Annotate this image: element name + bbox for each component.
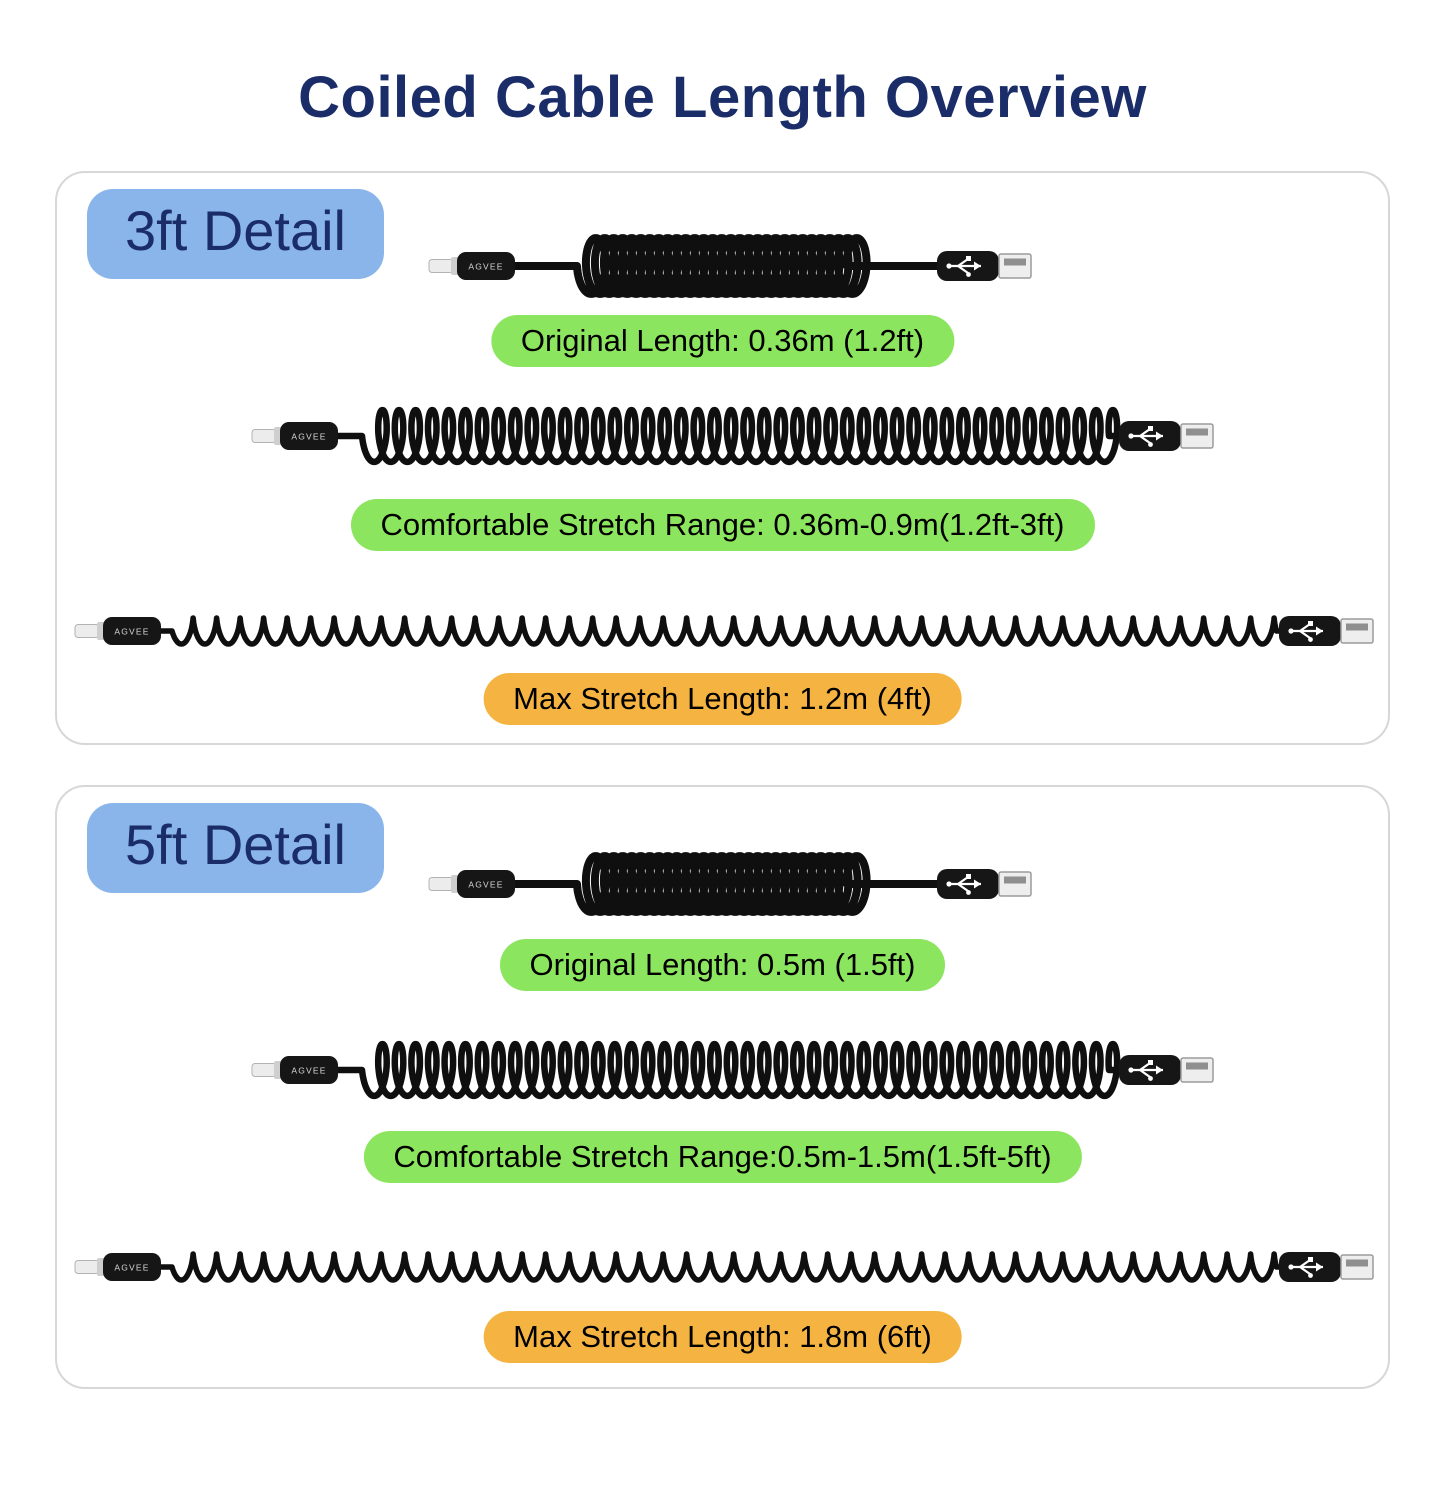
lightning-connector-icon: AGVEE [428,252,515,280]
comfortable-stretch-cable-graphic: AGVEE [251,406,1214,466]
comfortable-stretch-badge: Comfortable Stretch Range: 0.36m-0.9m(1.… [350,499,1095,551]
lightning-connector-icon: AGVEE [74,1253,161,1281]
usb-a-connector-icon [937,869,1032,899]
brand-text: AGVEE [114,627,149,637]
brand-text: AGVEE [291,432,326,442]
cable-cord [509,852,945,916]
brand-text: AGVEE [468,262,503,272]
brand-text: AGVEE [468,880,503,890]
cable-cord [156,615,1286,647]
max-stretch-badge: Max Stretch Length: 1.8m (6ft) [483,1311,962,1363]
comfortable-stretch-cable-graphic: AGVEE [251,1040,1214,1100]
original-length-badge: Original Length: 0.36m (1.2ft) [490,315,955,367]
cable-cord [332,1040,1127,1100]
original-length-badge: Original Length: 0.5m (1.5ft) [499,939,946,991]
max-stretch-badge: Max Stretch Length: 1.2m (4ft) [483,673,962,725]
usb-a-connector-icon [1119,421,1214,451]
lightning-connector-icon: AGVEE [251,422,338,450]
max-stretch-cable-graphic: AGVEE [74,1251,1374,1283]
cable-cord [332,406,1127,466]
brand-text: AGVEE [291,1066,326,1076]
page-title: Coiled Cable Length Overview [298,65,1147,130]
max-stretch-cable-graphic: AGVEE [74,615,1374,647]
panel-5ft: 5ft Detail AGVEE Original Length: 0.5m (… [55,785,1390,1389]
cable-cord [156,1251,1286,1283]
panel-label-5ft: 5ft Detail [87,803,384,893]
usb-a-connector-icon [1119,1055,1214,1085]
brand-text: AGVEE [114,1263,149,1273]
lightning-connector-icon: AGVEE [251,1056,338,1084]
usb-a-connector-icon [937,251,1032,281]
lightning-connector-icon: AGVEE [74,617,161,645]
usb-a-connector-icon [1279,1252,1374,1282]
panel-3ft: 3ft Detail AGVEE Original Length: 0.36m … [55,171,1390,745]
comfortable-stretch-badge: Comfortable Stretch Range:0.5m-1.5m(1.5f… [363,1131,1082,1183]
lightning-connector-icon: AGVEE [428,870,515,898]
cable-cord [509,234,945,298]
usb-a-connector-icon [1279,616,1374,646]
panel-label-3ft: 3ft Detail [87,189,384,279]
